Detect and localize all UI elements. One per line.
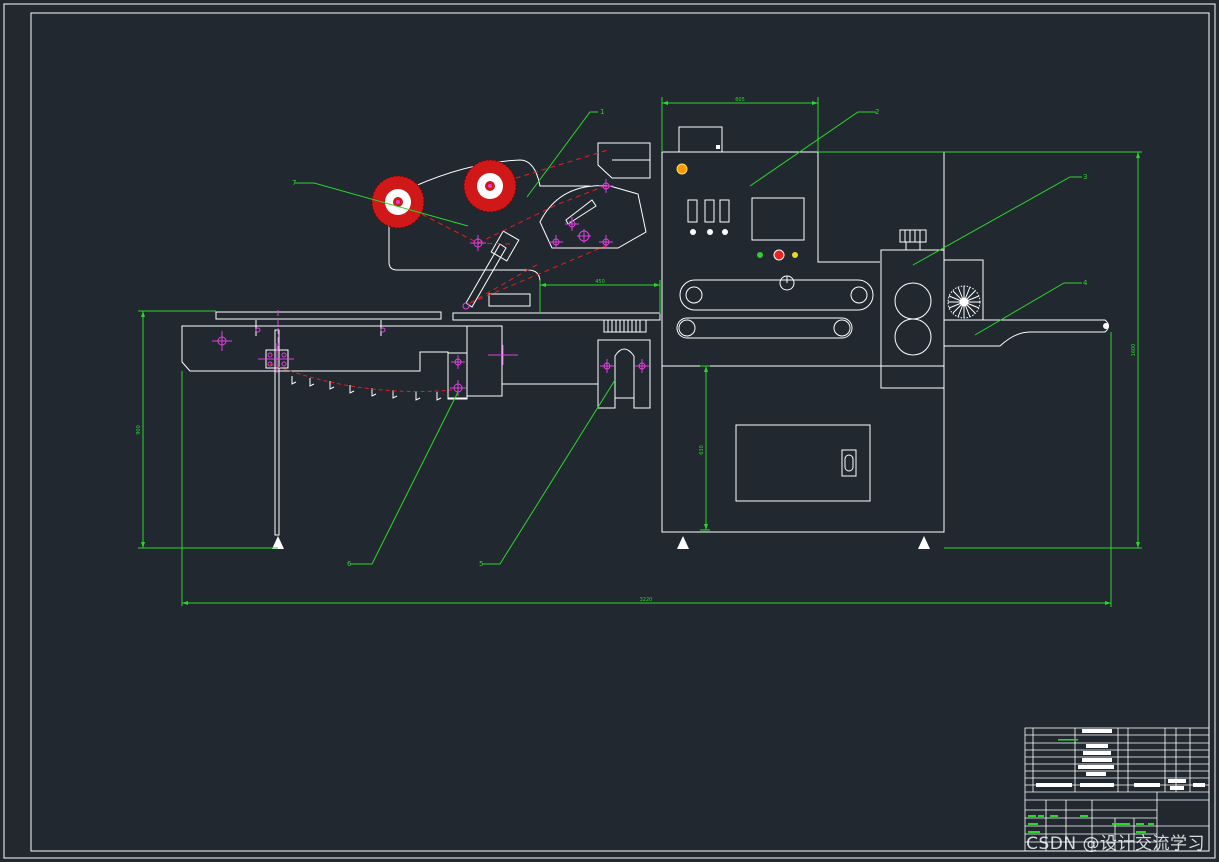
title-block: [1024, 727, 1210, 852]
infeed-conveyor: [181, 311, 598, 536]
film-unwind-frame: [388, 142, 661, 321]
callout-2: 2: [875, 108, 879, 116]
dim-total-length: 3220: [640, 597, 653, 603]
main-machine-body: [661, 126, 945, 533]
title-block-fills: [1036, 729, 1205, 790]
pusher-fingers: [291, 376, 442, 401]
indicator-square: [716, 145, 720, 149]
callout-6: 6: [347, 560, 352, 568]
dim-body-height: 630: [699, 445, 705, 455]
film-feed-arm: [465, 230, 520, 308]
dim-left-height: 900: [136, 425, 142, 435]
callout-3: 3: [1083, 173, 1087, 181]
support-foot-left: [272, 536, 284, 549]
brush-wheel: [947, 285, 981, 319]
callout-4: 4: [1083, 279, 1088, 287]
callout-1: 1: [600, 108, 604, 116]
outer-border: [3, 3, 1216, 859]
indicator-light-red: [773, 249, 785, 261]
support-foot-center: [677, 536, 689, 549]
control-buttons: [690, 229, 728, 235]
support-foot-right: [918, 536, 930, 549]
callout-5: 5: [479, 560, 483, 568]
discharge-roller: [1103, 323, 1109, 329]
film-roll-left: [371, 175, 425, 229]
callout-7: 7: [292, 179, 296, 187]
title-block-green-fills: [1028, 739, 1154, 833]
indicator-light-orange: [676, 163, 688, 175]
film-roll-right: [463, 159, 517, 213]
dim-right-height: 1600: [1131, 344, 1137, 357]
output-belts: [676, 275, 874, 339]
leader-lines: [295, 111, 1082, 565]
dim-top-width: 605: [735, 97, 745, 103]
indicator-light-yellow: [792, 252, 798, 258]
dimension-arrows: [141, 101, 1140, 605]
inner-border: [30, 12, 1210, 852]
dimension-lines: [138, 97, 1142, 607]
chain-path: [269, 363, 453, 392]
center-marks: [212, 179, 649, 396]
dim-mid-width: 450: [595, 279, 605, 285]
indicator-light-green: [757, 252, 763, 258]
end-seal-unit: [880, 229, 1109, 389]
sealing-jaw-unit: [597, 319, 651, 409]
watermark: CSDN @设计交流学习: [1026, 834, 1205, 854]
